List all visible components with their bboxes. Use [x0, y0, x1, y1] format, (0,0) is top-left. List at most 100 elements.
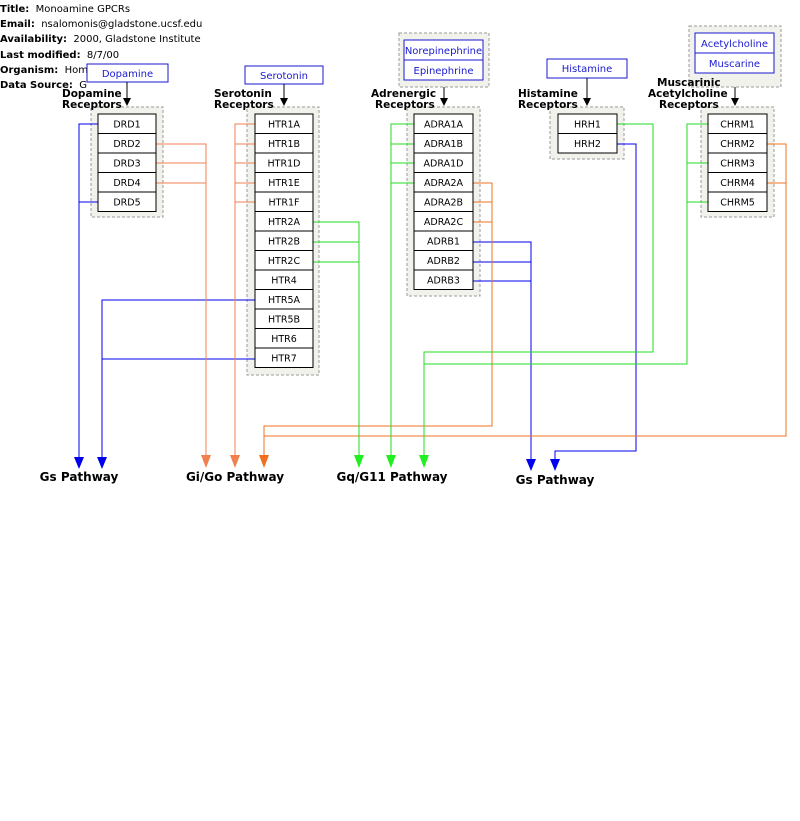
- gene-chrm4[interactable]: CHRM4: [707, 172, 768, 193]
- gene-adrb3[interactable]: ADRB3: [413, 269, 474, 290]
- gene-htr2c[interactable]: HTR2C: [254, 250, 314, 271]
- ligand-acetylcholine[interactable]: Acetylcholine: [694, 32, 775, 54]
- pathway-arrowheads: [74, 455, 560, 471]
- svg-text:CHRM3: CHRM3: [720, 159, 755, 170]
- svg-text:HTR6: HTR6: [271, 334, 297, 345]
- svg-text:CHRM4: CHRM4: [720, 178, 755, 189]
- gene-htr6[interactable]: HTR6: [254, 328, 314, 349]
- gene-drd3[interactable]: DRD3: [97, 152, 157, 173]
- gene-htr1a[interactable]: HTR1A: [254, 113, 314, 134]
- svg-text:HTR1B: HTR1B: [268, 139, 300, 150]
- gene-chrm2[interactable]: CHRM2: [707, 133, 768, 154]
- gene-adra1a[interactable]: ADRA1A: [413, 113, 474, 134]
- meta-title: Monoamine GPCRs: [35, 4, 131, 15]
- gene-htr5a[interactable]: HTR5A: [254, 289, 314, 310]
- gene-chrm3[interactable]: CHRM3: [707, 152, 768, 173]
- svg-text:Histamine: Histamine: [562, 64, 613, 75]
- gq-arrowhead-3: [419, 455, 429, 468]
- svg-text:DRD4: DRD4: [113, 178, 140, 189]
- gs-arrowhead-2: [97, 457, 107, 469]
- adra2a-gi-line: [263, 182, 493, 460]
- gene-drd5[interactable]: DRD5: [97, 191, 157, 212]
- ligand-arrows: [123, 78, 739, 106]
- gi-arrowhead-2: [230, 455, 240, 468]
- gene-adrb1[interactable]: ADRB1: [413, 230, 474, 251]
- ligand-histamine[interactable]: Histamine: [546, 58, 628, 79]
- svg-text:DRD3: DRD3: [113, 159, 140, 170]
- svg-text:Dopamine: Dopamine: [102, 69, 153, 80]
- gene-adra2a[interactable]: ADRA2A: [413, 172, 474, 193]
- drd2-gi-line: [156, 143, 207, 460]
- gs-arrowhead-1: [74, 457, 84, 469]
- svg-text:CHRM1: CHRM1: [720, 120, 755, 131]
- meta-availability-row: Availability: 2000, Gladstone Institute: [0, 32, 201, 47]
- gene-drd1[interactable]: DRD1: [97, 113, 157, 134]
- gene-adra2c[interactable]: ADRA2C: [413, 211, 474, 232]
- gi-connectors: [156, 123, 255, 460]
- htr1a-gi-line: [234, 123, 255, 460]
- adrenergic-group-label: Adrenergic Receptors: [371, 88, 440, 111]
- svg-text:ADRB2: ADRB2: [427, 256, 460, 267]
- meta-source-row: Data Source: G: [0, 80, 87, 92]
- adrb1-gs-line: [473, 241, 532, 464]
- ligand-epinephrine[interactable]: Epinephrine: [403, 59, 484, 81]
- meta-source: G: [79, 80, 87, 92]
- gene-chrm5[interactable]: CHRM5: [707, 191, 768, 212]
- svg-text:HTR7: HTR7: [271, 354, 297, 365]
- meta-email-row: Email: nsalomonis@gladstone.ucsf.edu: [0, 17, 203, 32]
- gene-htr5b[interactable]: HTR5B: [254, 308, 314, 329]
- gene-hrh1[interactable]: HRH1: [557, 113, 618, 134]
- gq-arrowhead-2: [386, 455, 396, 468]
- svg-text:Epinephrine: Epinephrine: [414, 66, 474, 77]
- svg-text:ADRB1: ADRB1: [427, 237, 460, 248]
- gene-htr7[interactable]: HTR7: [254, 347, 314, 368]
- svg-text:Acetylcholine: Acetylcholine: [701, 39, 768, 50]
- pathway-labels: Gs Pathway Gi/Go Pathway Gq/G11 Pathway …: [40, 470, 595, 487]
- svg-text:DRD2: DRD2: [113, 139, 140, 150]
- gene-htr4[interactable]: HTR4: [254, 269, 314, 290]
- svg-text:ADRA1A: ADRA1A: [424, 120, 464, 131]
- ligand-serotonin[interactable]: Serotonin: [244, 65, 324, 85]
- gene-adra1d[interactable]: ADRA1D: [413, 152, 474, 173]
- meta-modified: 8/7/00: [86, 49, 120, 61]
- gene-drd4[interactable]: DRD4: [97, 172, 157, 193]
- svg-text:HTR1A: HTR1A: [268, 120, 301, 131]
- hrh1-gq-line: [423, 123, 654, 460]
- gene-htr1b[interactable]: HTR1B: [254, 133, 314, 154]
- ligands: Dopamine Serotonin Norepinephrine Epinep…: [86, 32, 775, 85]
- svg-text:HTR2B: HTR2B: [268, 237, 300, 248]
- gi-arrowhead-3: [259, 455, 269, 468]
- meta-availability: 2000, Gladstone Institute: [73, 34, 201, 46]
- gene-adra1b[interactable]: ADRA1B: [413, 133, 474, 154]
- svg-text:CHRM5: CHRM5: [720, 198, 755, 209]
- gene-chrm1[interactable]: CHRM1: [707, 113, 768, 134]
- svg-text:ADRA2A: ADRA2A: [424, 178, 464, 189]
- svg-text:HTR4: HTR4: [271, 276, 297, 287]
- adrenergic-genes: ADRA1A ADRA1B ADRA1D ADRA2A ADRA2B ADRA2…: [413, 113, 474, 290]
- gene-htr2a[interactable]: HTR2A: [254, 211, 314, 232]
- gi-arrowhead-1: [201, 455, 211, 468]
- gene-htr2b[interactable]: HTR2B: [254, 230, 314, 251]
- svg-text:ADRA2C: ADRA2C: [424, 217, 464, 228]
- ligand-dopamine[interactable]: Dopamine: [86, 63, 169, 83]
- svg-text:HTR2C: HTR2C: [268, 256, 301, 267]
- ligand-norepinephrine[interactable]: Norepinephrine: [403, 39, 484, 61]
- dopamine-genes: DRD1 DRD2 DRD3 DRD4 DRD5: [97, 113, 157, 212]
- svg-text:DRD1: DRD1: [113, 120, 140, 131]
- histamine-group-label: Histamine Receptors: [518, 88, 582, 111]
- svg-text:ADRB3: ADRB3: [427, 276, 460, 287]
- gq-connectors: [313, 123, 708, 460]
- gene-drd2[interactable]: DRD2: [97, 133, 157, 154]
- hrh2-gs-line: [554, 143, 637, 464]
- ligand-muscarine[interactable]: Muscarine: [694, 52, 775, 74]
- gene-adra2b[interactable]: ADRA2B: [413, 191, 474, 212]
- gene-htr1e[interactable]: HTR1E: [254, 172, 314, 193]
- gene-htr1d[interactable]: HTR1D: [254, 152, 314, 173]
- gene-adrb2[interactable]: ADRB2: [413, 250, 474, 271]
- meta-email: nsalomonis@gladstone.ucsf.edu: [41, 19, 203, 31]
- gs-arrowhead-4: [550, 459, 560, 471]
- svg-text:ADRA1D: ADRA1D: [424, 159, 464, 170]
- gene-hrh2[interactable]: HRH2: [557, 133, 618, 154]
- gene-htr1f[interactable]: HTR1F: [254, 191, 314, 212]
- group-labels: Dopamine Receptors Serotonin Receptors A…: [62, 77, 728, 111]
